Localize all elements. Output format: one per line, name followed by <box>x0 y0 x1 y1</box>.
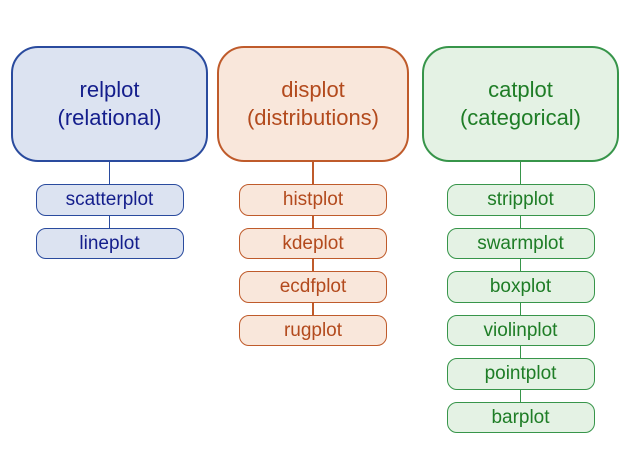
connector-line <box>312 215 314 228</box>
node-stripplot: stripplot <box>446 184 595 216</box>
connector-line <box>519 346 522 358</box>
displot-title: displot <box>281 77 345 102</box>
node-barplot: barplot <box>446 401 595 433</box>
connector-line <box>519 259 522 271</box>
node-label: swarmplot <box>477 232 564 254</box>
relplot-title: relplot <box>79 77 140 102</box>
node-label: histplot <box>282 189 344 211</box>
node-label: stripplot <box>487 189 554 211</box>
node-lineplot: lineplot <box>35 227 184 259</box>
column-relplot: relplot (relational) scatterplot lineplo… <box>11 0 208 259</box>
node-label: violinplot <box>483 319 558 341</box>
node-kdeplot: kdeplot <box>239 227 387 259</box>
connector-line <box>519 302 522 315</box>
node-scatterplot: scatterplot <box>35 184 184 216</box>
connector-line <box>519 162 522 184</box>
node-label: rugplot <box>283 319 343 341</box>
connector-line <box>519 215 522 228</box>
column-displot: displot (distributions) histplot kdeplot… <box>217 0 409 346</box>
node-label: pointplot <box>484 363 557 385</box>
header-box-relplot: relplot (relational) <box>11 46 208 162</box>
connector-line <box>312 259 314 271</box>
header-box-catplot: catplot (categorical) <box>422 46 619 162</box>
connector-line <box>312 302 314 315</box>
displot-subtitle: (distributions) <box>246 105 380 130</box>
node-label: barplot <box>491 406 550 428</box>
column-catplot: catplot (categorical) stripplot swarmplo… <box>422 0 619 433</box>
node-label: lineplot <box>79 232 140 254</box>
node-label: kdeplot <box>282 232 344 254</box>
catplot-subtitle: (categorical) <box>459 105 582 130</box>
node-histplot: histplot <box>239 184 387 216</box>
node-label: boxplot <box>489 276 552 298</box>
node-swarmplot: swarmplot <box>446 227 595 259</box>
relplot-subtitle: (relational) <box>57 105 162 130</box>
node-rugplot: rugplot <box>239 314 387 346</box>
connector-line <box>108 162 111 184</box>
node-label: ecdfplot <box>279 276 347 298</box>
connector-line <box>312 162 314 184</box>
catplot-title: catplot <box>488 77 553 102</box>
connector-line <box>108 215 111 228</box>
node-label: scatterplot <box>65 189 154 211</box>
connector-line <box>519 389 522 402</box>
node-boxplot: boxplot <box>446 271 595 303</box>
header-box-displot: displot (distributions) <box>217 46 409 162</box>
node-violinplot: violinplot <box>446 314 595 346</box>
node-ecdfplot: ecdfplot <box>239 271 387 303</box>
node-pointplot: pointplot <box>446 358 595 390</box>
